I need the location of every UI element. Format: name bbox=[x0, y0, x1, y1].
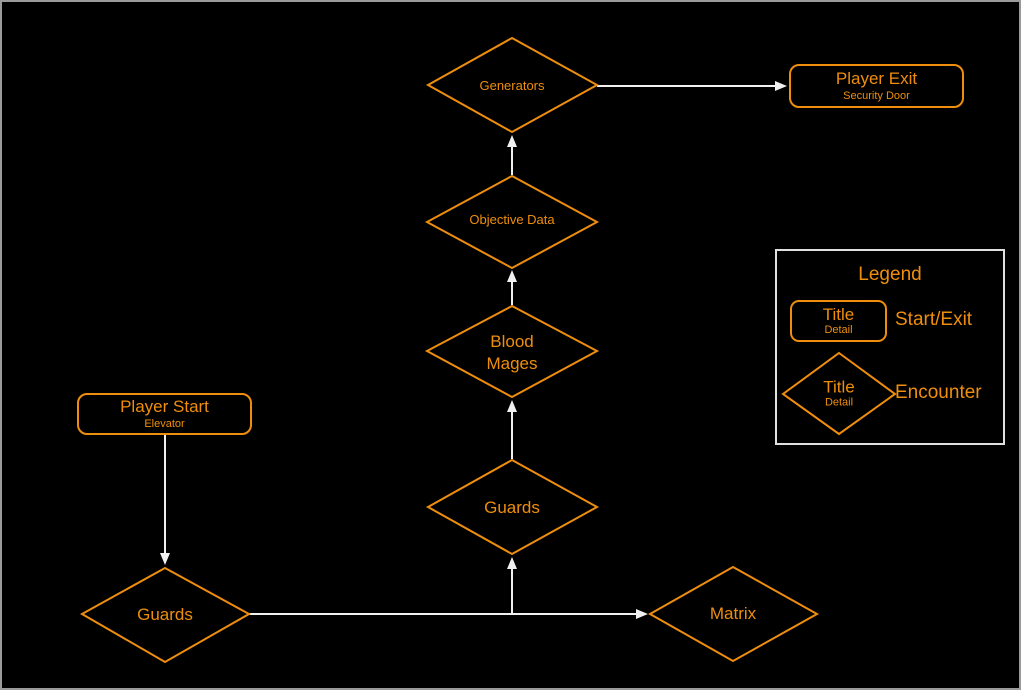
guards-left-label: Guards bbox=[137, 605, 193, 624]
guards-mid-label: Guards bbox=[484, 498, 540, 517]
player-start-detail: Elevator bbox=[144, 418, 185, 430]
legend-encounter-sample-text: Title Detail bbox=[823, 377, 855, 410]
player-exit-node: Player Exit Security Door bbox=[789, 64, 964, 108]
player-start-title: Player Start bbox=[120, 397, 209, 416]
legend-title: Legend bbox=[858, 264, 922, 285]
legend-start-exit-sample: Title Detail bbox=[790, 300, 887, 342]
player-exit-detail: Security Door bbox=[843, 90, 910, 102]
player-start-node: Player Start Elevator bbox=[77, 393, 252, 435]
legend-encounter-sample-title: Title bbox=[823, 377, 855, 397]
matrix-diamond bbox=[647, 565, 820, 663]
guards-mid-diamond bbox=[425, 458, 600, 556]
generators-label: Generators bbox=[479, 78, 545, 93]
generators-diamond bbox=[425, 36, 600, 134]
player-exit-title: Player Exit bbox=[835, 69, 918, 88]
legend-encounter-label: Encounter bbox=[895, 382, 982, 403]
objective-data-diamond bbox=[424, 174, 600, 270]
legend-start-exit-sample-detail: Detail bbox=[824, 323, 853, 336]
blood-mages-label: Blood Mages bbox=[486, 332, 538, 373]
legend-panel: Legend Title Detail Start/Exit Encounter bbox=[775, 249, 1005, 445]
legend-start-exit-sample-title: Title bbox=[822, 304, 855, 324]
guards-left-diamond bbox=[79, 566, 252, 664]
legend-encounter-sample-detail: Detail bbox=[824, 396, 854, 409]
legend-start-exit-label: Start/Exit bbox=[895, 309, 973, 330]
blood-mages-diamond bbox=[424, 304, 600, 399]
objective-data-label: Objective Data bbox=[469, 212, 555, 227]
legend-encounter-diamond bbox=[781, 351, 897, 436]
matrix-label: Matrix bbox=[709, 604, 757, 623]
